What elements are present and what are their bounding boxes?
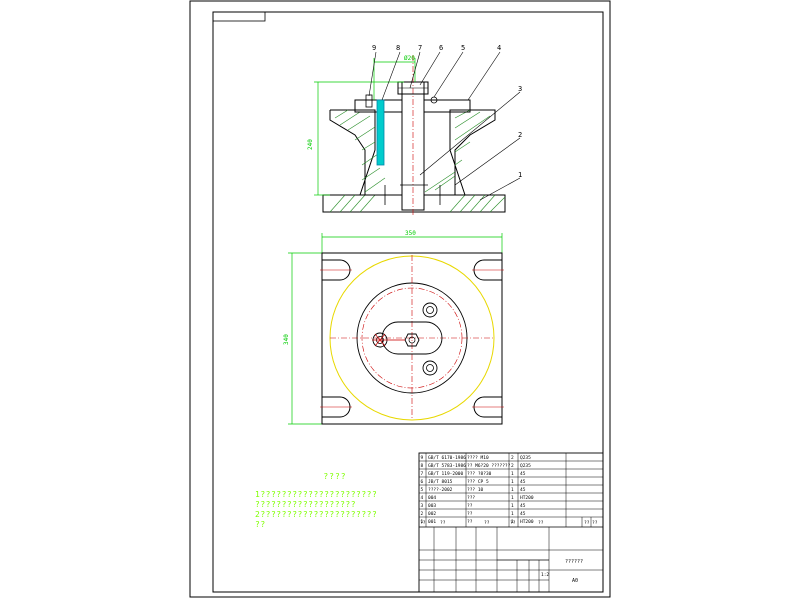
bom-cell-qty: 2 — [511, 463, 514, 469]
bom-cell-no: 9 — [421, 455, 424, 461]
bom-header-weight: ?? — [584, 520, 590, 526]
bom-cell-no: 4 — [421, 495, 424, 501]
callout-9: 9 — [372, 44, 376, 52]
section-view: Ø20 240 1 2 3 4 5 6 7 8 9 — [307, 44, 522, 215]
bom-cell-code: 004 — [428, 495, 436, 501]
frame-code-box — [212, 11, 266, 22]
center-nut — [404, 333, 420, 347]
bom-cell-name: ???? M10 — [467, 455, 489, 461]
bom-cell-qty: 1 — [511, 471, 514, 477]
drawing-frame — [212, 11, 604, 593]
adjust-slot — [381, 321, 443, 355]
callout-3: 3 — [518, 85, 522, 93]
bom-cell-name: ?? — [467, 503, 473, 509]
bom-cell-no: 2 — [421, 511, 424, 517]
bom-header-name: ?? — [484, 520, 490, 526]
sheet-border — [189, 0, 611, 598]
bom-header-no: ?? — [420, 520, 426, 526]
technical-notes-title: ???? — [323, 472, 347, 481]
callout-8: 8 — [396, 44, 400, 52]
dim-section-height: 240 — [307, 139, 314, 150]
bom-header-material: ?? — [538, 520, 544, 526]
bom-cell-code: 001 — [428, 519, 436, 525]
bom-cell-name: ?? — [467, 519, 473, 525]
bom-cell-material: 45 — [520, 503, 526, 509]
bom-cell-no: 7 — [421, 471, 424, 477]
callout-2: 2 — [518, 131, 522, 139]
bom-cell-code: 003 — [428, 503, 436, 509]
bom-header-note: ?? — [592, 520, 598, 526]
bom-cell-qty: 1 — [511, 519, 514, 525]
note-line-3: 2?????????????????????? — [255, 510, 378, 519]
scale-label: 1:2 — [541, 572, 549, 578]
bom-cell-no: 3 — [421, 503, 424, 509]
callout-4: 4 — [497, 44, 501, 52]
dim-plan-height: 340 — [283, 334, 290, 345]
note-line-1: 1?????????????????????? — [255, 490, 378, 499]
callout-7: 7 — [418, 44, 422, 52]
bom-cell-material: HT200 — [520, 495, 534, 501]
bom-cell-name: ?? M6?20 ??????? — [467, 463, 511, 469]
bom-cell-name: ?? — [467, 511, 473, 517]
base-outline — [321, 252, 503, 425]
plan-view: 350 340 — [283, 230, 504, 425]
note-line-2: ??????????????????? — [255, 500, 357, 509]
callout-1: 1 — [518, 171, 522, 179]
bom-cell-code: GB/T 5783-1986 — [428, 463, 466, 469]
sheet-size: A0 — [572, 578, 578, 584]
bolt-top — [422, 302, 438, 318]
dim-section-top: Ø20 — [404, 55, 415, 62]
dim-plan-width: 350 — [405, 230, 416, 237]
bom-cell-name: ??? — [467, 495, 475, 501]
bom-cell-qty: 1 — [511, 511, 514, 517]
bom-cell-qty: 1 — [511, 479, 514, 485]
bom-cell-code: GB/T 6170-1986 — [428, 455, 466, 461]
bom-cell-code: GB/T 119-2000 — [428, 471, 464, 477]
bom-cell-qty: 1 — [511, 503, 514, 509]
bom-cell-no: 5 — [421, 487, 424, 493]
bom-cell-material: HT200 — [520, 519, 534, 525]
locating-pin — [376, 99, 385, 166]
bom-cell-code: 002 — [428, 511, 436, 517]
bom-cell-code: JB/T 8015 — [428, 479, 453, 485]
bom-cell-name: ??? CP 5 — [467, 479, 489, 485]
bom-cell-code: ????-2002 — [428, 487, 453, 493]
bom-cell-qty: 1 — [511, 495, 514, 501]
technical-notes: ???? 1?????????????????????? ???????????… — [255, 472, 415, 530]
bom-cell-material: Q235 — [520, 455, 531, 461]
bom-cell-material: Q235 — [520, 463, 531, 469]
bom-cell-material: 45 — [520, 487, 526, 493]
bom-header-code: ?? — [440, 520, 446, 526]
bom-cell-material: 45 — [520, 471, 526, 477]
callout-6: 6 — [439, 44, 443, 52]
bom-cell-material: 45 — [520, 511, 526, 517]
note-line-4: ?? — [255, 520, 266, 529]
drawing-title: ?????? — [565, 559, 583, 565]
bom-header-qty: ?? — [510, 520, 516, 526]
bom-cell-qty: 2 — [511, 455, 514, 461]
bom-cell-qty: 1 — [511, 487, 514, 493]
bom-cell-no: 8 — [421, 463, 424, 469]
bolt-bottom — [422, 360, 438, 376]
bom-cell-no: 6 — [421, 479, 424, 485]
bom-cell-material: 45 — [520, 479, 526, 485]
callout-5: 5 — [461, 44, 465, 52]
bom-cell-no: 1 — [421, 519, 424, 525]
body-housing — [329, 109, 496, 196]
bom-cell-name: ??? ?8?30 — [467, 471, 492, 477]
bom-cell-name: ??? 10 — [467, 487, 484, 493]
